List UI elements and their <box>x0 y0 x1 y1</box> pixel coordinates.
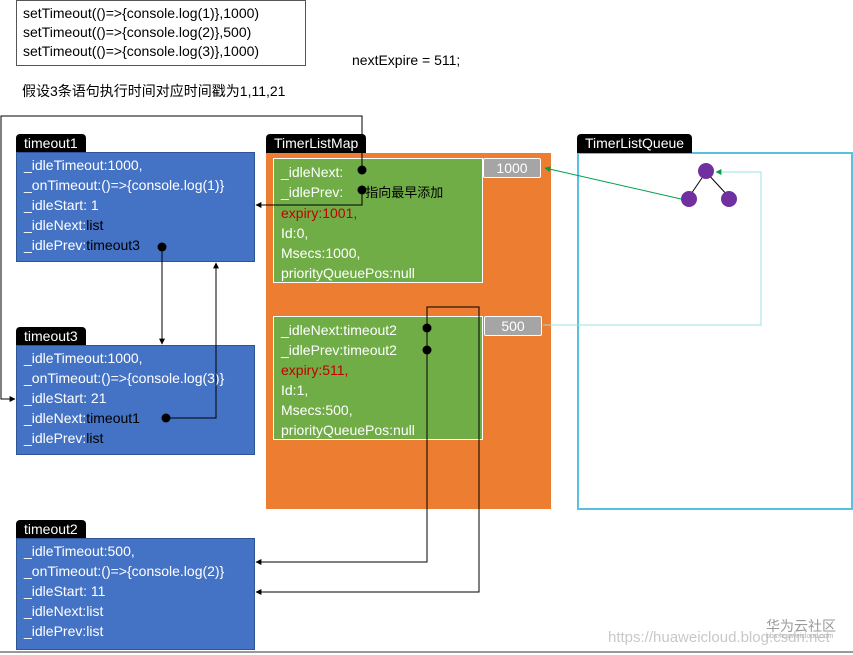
dot-timeout3-next <box>161 413 171 423</box>
arrow-list1000-next-to-timeout3 <box>0 115 363 402</box>
list1000-idle-prev-label: _idlePrev: <box>281 184 344 200</box>
list500-expiry: expiry:511, <box>281 362 349 378</box>
timeout3-idle-start: _idleStart: 21 <box>24 390 107 406</box>
timeout1-idle-start: _idleStart: 1 <box>24 197 99 213</box>
timeout2-on-timeout: _onTimeout:()=>{console.log(2)} <box>24 563 225 579</box>
arrow-list1000-prev-to-timeout1 <box>255 190 363 208</box>
timeout1-idle-next-value: list <box>86 217 104 233</box>
list1000-msecs: Msecs:1000, <box>281 245 361 261</box>
code-snippet: setTimeout(()=>{console.log(1)},1000) se… <box>16 0 306 66</box>
dot-timeout1-prev <box>157 242 167 252</box>
watermark-url: https://huaweicloud.blog.csdn.net <box>608 629 830 646</box>
timeout2-idle-timeout: _idleTimeout:500, <box>24 543 135 559</box>
list500-idle-next: _idleNext:timeout2 <box>281 322 397 338</box>
timer-list-map-title: TimerListMap <box>266 134 367 153</box>
arrow-timeout3-next-to-timeout1 <box>166 262 219 419</box>
list500-pq-pos: priorityQueuePos:null <box>281 422 415 438</box>
timeout3-idle-prev-key: _idlePrev: <box>24 430 87 446</box>
timeout1-on-timeout: _onTimeout:()=>{console.log(1)} <box>24 177 225 193</box>
code-line-1: setTimeout(()=>{console.log(1)},1000) <box>23 5 260 21</box>
timeout3-idle-timeout: _idleTimeout:1000, <box>24 350 143 366</box>
timeout2-node: _idleTimeout:500, _onTimeout:()=>{consol… <box>16 538 255 650</box>
list1000-id: Id:0, <box>281 225 309 241</box>
timeout1-idle-next-key: _idleNext: <box>24 217 87 233</box>
arrow-heap-to-list1000 <box>544 166 682 200</box>
watermark-logo-sub: bbs.huaweicloud.com <box>766 633 834 640</box>
list-key-1000: 1000 <box>483 158 541 178</box>
list1000-expiry: expiry:1001, <box>281 205 358 221</box>
list1000-idle-prev: _idlePrev: 指向最早添加 <box>281 182 475 203</box>
timeout3-idle-next-key: _idleNext: <box>24 410 87 426</box>
timeout1-idle-prev: _idlePrev:timeout3 <box>24 235 247 255</box>
timeout1-title: timeout1 <box>16 134 86 153</box>
timeout1-idle-timeout: _idleTimeout:1000, <box>24 157 143 173</box>
timer-list-queue-title: TimerListQueue <box>577 134 693 153</box>
dot-list1000-next <box>357 165 367 175</box>
code-line-3: setTimeout(()=>{console.log(3)},1000) <box>23 43 260 59</box>
timeout1-idle-prev-key: _idlePrev: <box>24 237 87 253</box>
timeout1-idle-prev-value: timeout3 <box>86 237 140 253</box>
timeout3-on-timeout: _onTimeout:()=>{console.log(3)} <box>24 370 225 386</box>
heap-left-node <box>681 191 697 207</box>
timeout1-idle-next: _idleNext:list <box>24 215 247 235</box>
dot-list500-prev <box>422 345 432 355</box>
list1000-idle-next: _idleNext: <box>281 164 344 180</box>
next-expire-label: nextExpire = 511; <box>352 52 461 68</box>
watermark-logo: 华为云社区 <box>766 618 836 634</box>
timeout3-title: timeout3 <box>16 327 86 346</box>
dot-list1000-prev <box>357 185 367 195</box>
arrow-list500-next-to-timeout2 <box>255 328 428 565</box>
timeout2-idle-next: _idleNext:list <box>24 603 104 619</box>
timeout3-node: _idleTimeout:1000, _onTimeout:()=>{conso… <box>16 345 255 455</box>
timeout2-idle-start: _idleStart: 11 <box>24 583 106 599</box>
timeout2-idle-prev: _idlePrev:list <box>24 623 104 639</box>
timeout3-idle-prev: _idlePrev:list <box>24 428 247 448</box>
timeout2-title: timeout2 <box>16 520 86 539</box>
timeout1-node: _idleTimeout:1000, _onTimeout:()=>{conso… <box>16 152 255 262</box>
list500-idle-prev: _idlePrev:timeout2 <box>281 342 397 358</box>
list500-msecs: Msecs:500, <box>281 402 353 418</box>
list1000-pq-pos: priorityQueuePos:null <box>281 265 415 281</box>
heap-right-node <box>721 191 737 207</box>
timer-list-1000: _idleNext: _idlePrev: 指向最早添加 expiry:1001,… <box>273 158 483 283</box>
timeout3-idle-prev-value: list <box>86 430 104 446</box>
arrow-list500-prev-to-timeout2 <box>255 306 480 595</box>
timer-list-500: _idleNext:timeout2 _idlePrev:timeout2 ex… <box>273 316 483 440</box>
list1000-note: 指向最早添加 <box>365 185 444 200</box>
list-key-500: 500 <box>484 316 542 336</box>
timeout3-idle-next-value: timeout1 <box>86 410 140 426</box>
timer-list-queue-panel <box>577 152 853 510</box>
heap-root-node <box>698 163 714 179</box>
code-line-2: setTimeout(()=>{console.log(2)},500) <box>23 24 252 40</box>
list500-id: Id:1, <box>281 382 309 398</box>
arrow-list500-to-heap <box>543 169 762 326</box>
assumption-note: 假设3条语句执行时间对应时间戳为1,11,21 <box>22 83 286 99</box>
timeout3-idle-next: _idleNext:timeout1 <box>24 408 247 428</box>
